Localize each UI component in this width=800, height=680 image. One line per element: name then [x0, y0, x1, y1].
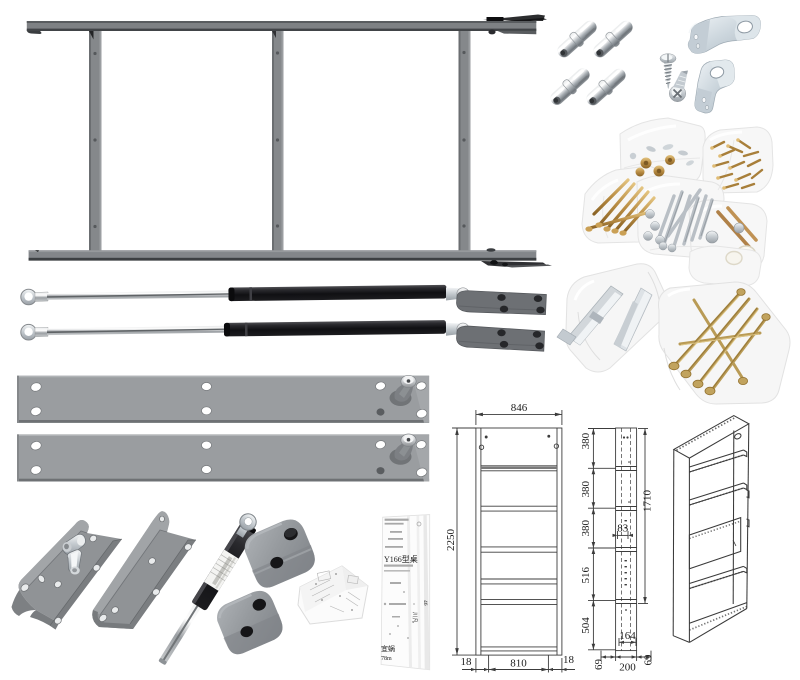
svg-text:516: 516: [580, 566, 592, 583]
svg-text:川凡: 川凡: [411, 612, 418, 624]
svg-text:Y166型桌: Y166型桌: [384, 554, 418, 564]
svg-text:46: 46: [422, 600, 428, 606]
svg-text:18: 18: [461, 656, 473, 668]
svg-text:1710: 1710: [642, 490, 654, 513]
svg-text:69: 69: [593, 659, 605, 671]
svg-text:380: 380: [580, 432, 592, 449]
svg-text:78m: 78m: [381, 656, 392, 662]
svg-text:164: 164: [619, 630, 636, 642]
svg-text:宜蜗: 宜蜗: [381, 644, 395, 653]
svg-text:846: 846: [511, 402, 528, 414]
svg-text:380: 380: [580, 520, 592, 537]
svg-text:2250: 2250: [445, 529, 457, 552]
svg-text:200: 200: [619, 662, 636, 674]
svg-text:380: 380: [580, 481, 592, 498]
svg-text:810: 810: [510, 658, 527, 670]
svg-text:18: 18: [563, 654, 575, 666]
svg-text:69: 69: [643, 654, 655, 666]
svg-text:83: 83: [617, 523, 629, 535]
svg-text:504: 504: [580, 617, 592, 634]
